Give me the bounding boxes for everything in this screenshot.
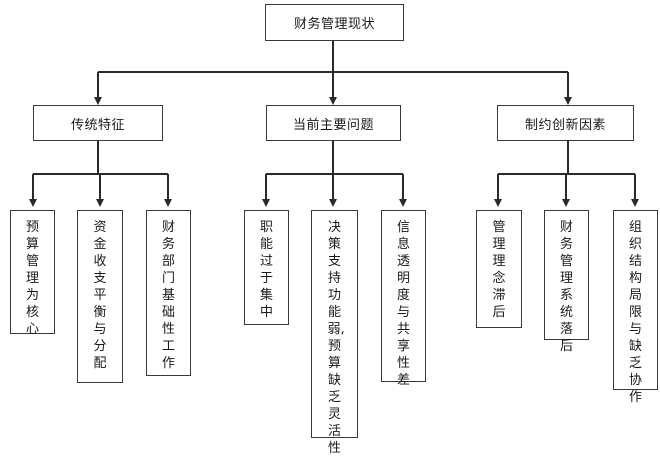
leaf-label: 信息透明度与共享性差 [396,220,410,388]
leaf-node: 管理理念滞后 [476,210,522,328]
leaf-node: 决策支持功能弱,预算缺乏灵活性 [311,210,358,456]
leaf-label: 财务部门基础性工作 [161,220,175,371]
branch-label: 制约创新因素 [524,117,606,133]
leaf-label: 资金收支平衡与分配 [93,220,107,371]
leaf-label: 管理理念滞后 [492,220,506,320]
leaf-label: 职能过于集中 [259,220,273,320]
leaf-label: 预算管理为核心 [25,220,39,337]
leaf-node: 预算管理为核心 [10,210,55,337]
leaf-label: 财务管理系统落后 [559,220,573,354]
root-node: 财务管理现状 [265,4,404,41]
branch-node-constraints: 制约创新因素 [497,105,634,141]
leaf-node: 信息透明度与共享性差 [381,210,426,388]
root-label: 财务管理现状 [293,17,375,32]
branch-label: 当前主要问题 [292,117,374,133]
branch-label: 传统特征 [70,117,125,133]
leaf-node: 组织结构局限与缺乏协作 [613,210,658,405]
leaf-node: 资金收支平衡与分配 [77,210,123,383]
leaf-node: 财务管理系统落后 [544,210,589,354]
leaf-label: 组织结构局限与缺乏协作 [628,220,642,405]
branch-node-traditional: 传统特征 [33,105,163,141]
branch-node-problems: 当前主要问题 [266,105,401,141]
leaf-node: 财务部门基础性工作 [146,210,191,376]
leaf-label: 决策支持功能弱,预算缺乏灵活性 [327,220,345,456]
leaf-node: 职能过于集中 [244,210,289,325]
connector-lines [29,40,639,207]
